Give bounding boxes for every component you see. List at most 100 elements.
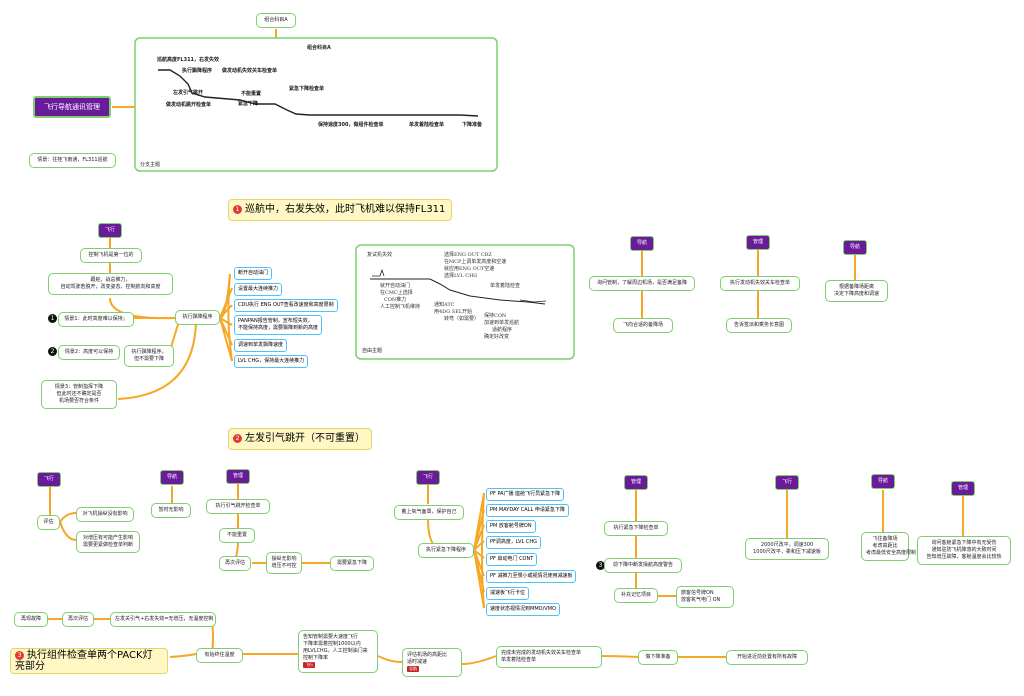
drift-step-3[interactable]: CDU执行 ENG OUT查看改速度和高度限制	[234, 299, 338, 312]
s1-detail-line-2: 自动驾驶若脱开，改变姿态，控制航向和高度	[60, 284, 161, 290]
case3-line-3: 机场要否符合条件	[58, 398, 99, 404]
proc-step-6[interactable]: PF 减推力至慢小或视情况使用减速板	[486, 570, 577, 583]
sketch-left-title: 复试机失效	[367, 252, 393, 258]
s2-eval-1[interactable]: 对飞机操纵没有影响	[76, 507, 134, 522]
s3-reevaluate-node[interactable]: 再次评估	[62, 612, 94, 627]
s3-reveal-node[interactable]: 再现故障	[14, 612, 48, 627]
proc-step-1[interactable]: PF PA广播 座舱飞行员紧急下降	[486, 488, 565, 501]
s3-complete-line-1: 完成未完成的发动机失效关车检查单	[501, 650, 582, 656]
s2-fly3-node[interactable]: 2000尺改平，调速300 1000尺改平，柔和压下减速板	[745, 538, 829, 560]
drift-step-4-line-2: 不能保持高度，需要飘降到新的高度	[238, 325, 319, 331]
s3-atc-note[interactable]: 告知管制需要大速度飞行 下降率需着控制1000以内 用LVLCHG，人工控制油门…	[298, 630, 378, 673]
panel-footer: 分支主题	[140, 162, 161, 168]
s3-may-drop[interactable]: 有始终住温度	[196, 648, 243, 663]
profile-step-4: 左发引气跳开	[173, 90, 204, 96]
s3-eval-line-2: 适时减速	[407, 659, 428, 665]
section-3-number: 3	[15, 650, 24, 660]
s3-prep-child[interactable]: 开始进近前处置有所有故障	[726, 650, 808, 665]
s3-complete-line-2: 单发着陆检查单	[501, 657, 537, 663]
s1-mgmt-child[interactable]: 告诉签派和乘务长意图	[726, 318, 792, 333]
s2-nav3-tag[interactable]: 导航	[871, 474, 895, 489]
s1-mgmt-node[interactable]: 执行发动机失效关车检查单	[720, 276, 800, 291]
s2-fly3-tag[interactable]: 飞行	[775, 475, 799, 490]
s2-mgmt2-node[interactable]: 执行紧急下降检查单	[604, 521, 668, 536]
s2-mgmt3-line-3: 告知增压故障，客舱温度会比较热	[926, 554, 1002, 560]
s2-memory-items[interactable]: 旅客信号牌ON 放客氧气电门 ON	[676, 586, 734, 608]
s2-evaluate-node[interactable]: 评估	[37, 515, 60, 530]
s1-control-node[interactable]: 控制飞机是第一位的	[80, 248, 142, 263]
s1-nav2-tag[interactable]: 导航	[843, 240, 867, 255]
s2-fly3-line-1: 2000尺改平，调速300	[760, 542, 814, 548]
case3-node[interactable]: 情景3：管制指挥下降 但此时还不确定是否 机场要否符合条件	[41, 380, 117, 409]
s2-nav3-node[interactable]: 飞往备降场 考虑高距比 考虑最低安全高度限制	[861, 532, 916, 561]
drift-step-1[interactable]: 断开自动油门	[234, 267, 273, 280]
s1-detail-line-1: 跟舵，战总推力，	[90, 277, 131, 283]
s2-memory-item-1: 旅客信号牌ON	[681, 590, 714, 596]
s2-nav-node[interactable]: 暂时无影响	[151, 503, 191, 518]
case3-line-1: 情景3：管制指挥下降	[54, 384, 104, 390]
profile-step-1: 巡航高度FL311，右发失效	[157, 57, 220, 63]
s2-fly-tag[interactable]: 飞行	[37, 472, 61, 487]
s3-analysis-node[interactable]: 左发关引气+右发失效=无增压，无温度控制	[110, 612, 216, 627]
drift-step-2[interactable]: 设置最大连续推力	[234, 283, 283, 296]
s1-nav-tag[interactable]: 导航	[630, 236, 654, 251]
sketch-mid-item-2: 在MCP上调单发高度和空速	[444, 259, 507, 265]
proc-step-2[interactable]: PM MAYDAY CALL 申请紧急下降	[486, 504, 569, 517]
profile-step-9: 保持速度300，做组件检查单	[318, 122, 384, 128]
s3-eval-node[interactable]: 评估机场的高距比 适时减速 导航	[402, 648, 462, 677]
proc-step-3[interactable]: PM 放客舱号牌ON	[486, 520, 536, 533]
s3-atc-line-4: 控制下降率	[303, 655, 329, 661]
case2-number: 2	[48, 347, 57, 356]
s2-fly2-tag[interactable]: 飞行	[416, 470, 440, 485]
s3-complete-node[interactable]: 完成未完成的发动机失效关车检查单 单发着陆检查单	[496, 646, 602, 668]
s1-nav2-line-2: 决定下降高度和调速	[833, 291, 879, 297]
drift-step-6[interactable]: LVL CHG，保持最大连续推力	[234, 355, 309, 368]
s2-memory-node[interactable]: 补充记忆项目	[614, 588, 658, 603]
drift-step-4[interactable]: PANPAN报告管制，宣布短失效， 不能保持高度，需要飘降到新的高度	[234, 315, 323, 335]
s2-mgmt2-tag[interactable]: 管理	[624, 475, 648, 490]
section-1-label: 巡航中，右发失效，此时飞机难以保持FL311	[245, 204, 446, 215]
case2-node[interactable]: 情景2：高度可以保持	[58, 345, 120, 360]
proc-step-7[interactable]: 减速板飞行卡位	[486, 587, 530, 600]
s1-fly-tag[interactable]: 飞行	[98, 223, 122, 238]
s2-oxygen-node[interactable]: 戴上氧气面罩，保护自己	[394, 505, 464, 520]
s2-nav-tag[interactable]: 导航	[160, 470, 184, 485]
s2-need-descent[interactable]: 需要紧急下降	[330, 556, 374, 571]
s3-prep-node[interactable]: 做下降准备	[638, 650, 678, 665]
case2-action-node[interactable]: 执行飘降程序， 但不需要下降	[124, 345, 174, 367]
s2-mgmt-tag[interactable]: 管理	[226, 469, 250, 484]
proc-step-5[interactable]: PF 启动电门 CONT	[486, 553, 538, 566]
profile-step-6: 不能重置	[241, 91, 262, 97]
s1-detail-node[interactable]: 跟舵，战总推力， 自动驾驶若脱开，改变姿态，控制航向和高度	[48, 273, 173, 295]
sketch-mid2-item-2: 用4DG SEL开始	[434, 309, 473, 315]
header-node[interactable]: 组合科目A	[256, 13, 296, 28]
s2-mgmt-node[interactable]: 执行引气跳开检查单	[206, 499, 270, 514]
s2-pressure-node[interactable]: 操纵无影响 增压不可控	[266, 552, 302, 574]
s2-eval-2[interactable]: 对增压有可能产生影响 需要更紧做检查单判断	[76, 531, 140, 553]
proc-step-4[interactable]: PF调高度，LVL CHG	[486, 536, 542, 549]
s1-drift-node[interactable]: 执行飘降程序	[175, 310, 220, 325]
s1-nav-node[interactable]: 询问管制，了解周边机场，是否满足备降	[589, 276, 695, 291]
s2-cannot-reset[interactable]: 不能重置	[219, 528, 255, 543]
sketch-right-item-5: 确定好改变	[484, 334, 510, 340]
sketch-mid-item-4: 选择LVL CHG	[444, 273, 478, 279]
s2-emergency-proc[interactable]: 执行紧急下降程序	[418, 543, 474, 558]
proc-step-8[interactable]: 速度状态视情况到MMO/VMO	[486, 603, 560, 616]
s1-nav-child[interactable]: 飞向合适的备降场	[613, 318, 673, 333]
s1-mgmt-tag[interactable]: 管理	[746, 235, 770, 250]
central-topic[interactable]: 飞行导航通讯管理	[33, 96, 111, 118]
profile-step-8: 紧急下降检查单	[289, 86, 325, 92]
s2-mgmt2-step[interactable]: 前下降中断发操航高度警告	[604, 558, 682, 573]
drift-step-5[interactable]: 调速到单发飘降速度	[234, 339, 288, 352]
profile-step-3: 做发动机失效关车检查单	[222, 68, 278, 74]
s2-mgmt3-node[interactable]: 询问客舱紧急下降中有无受伤 通知驻防飞机降落的大致时间 告知增压故障，客舱温度会…	[917, 536, 1011, 565]
s2-mgmt3-tag[interactable]: 管理	[951, 481, 975, 496]
s1-nav2-node[interactable]: 根据备降场距离 决定下降高度和调速	[825, 280, 888, 302]
s2-reevaluate[interactable]: 再次评估	[219, 556, 251, 571]
case1-node[interactable]: 情景1：此时高度难以保持；	[58, 312, 134, 327]
s3-atc-tag: 飞行	[303, 662, 315, 668]
